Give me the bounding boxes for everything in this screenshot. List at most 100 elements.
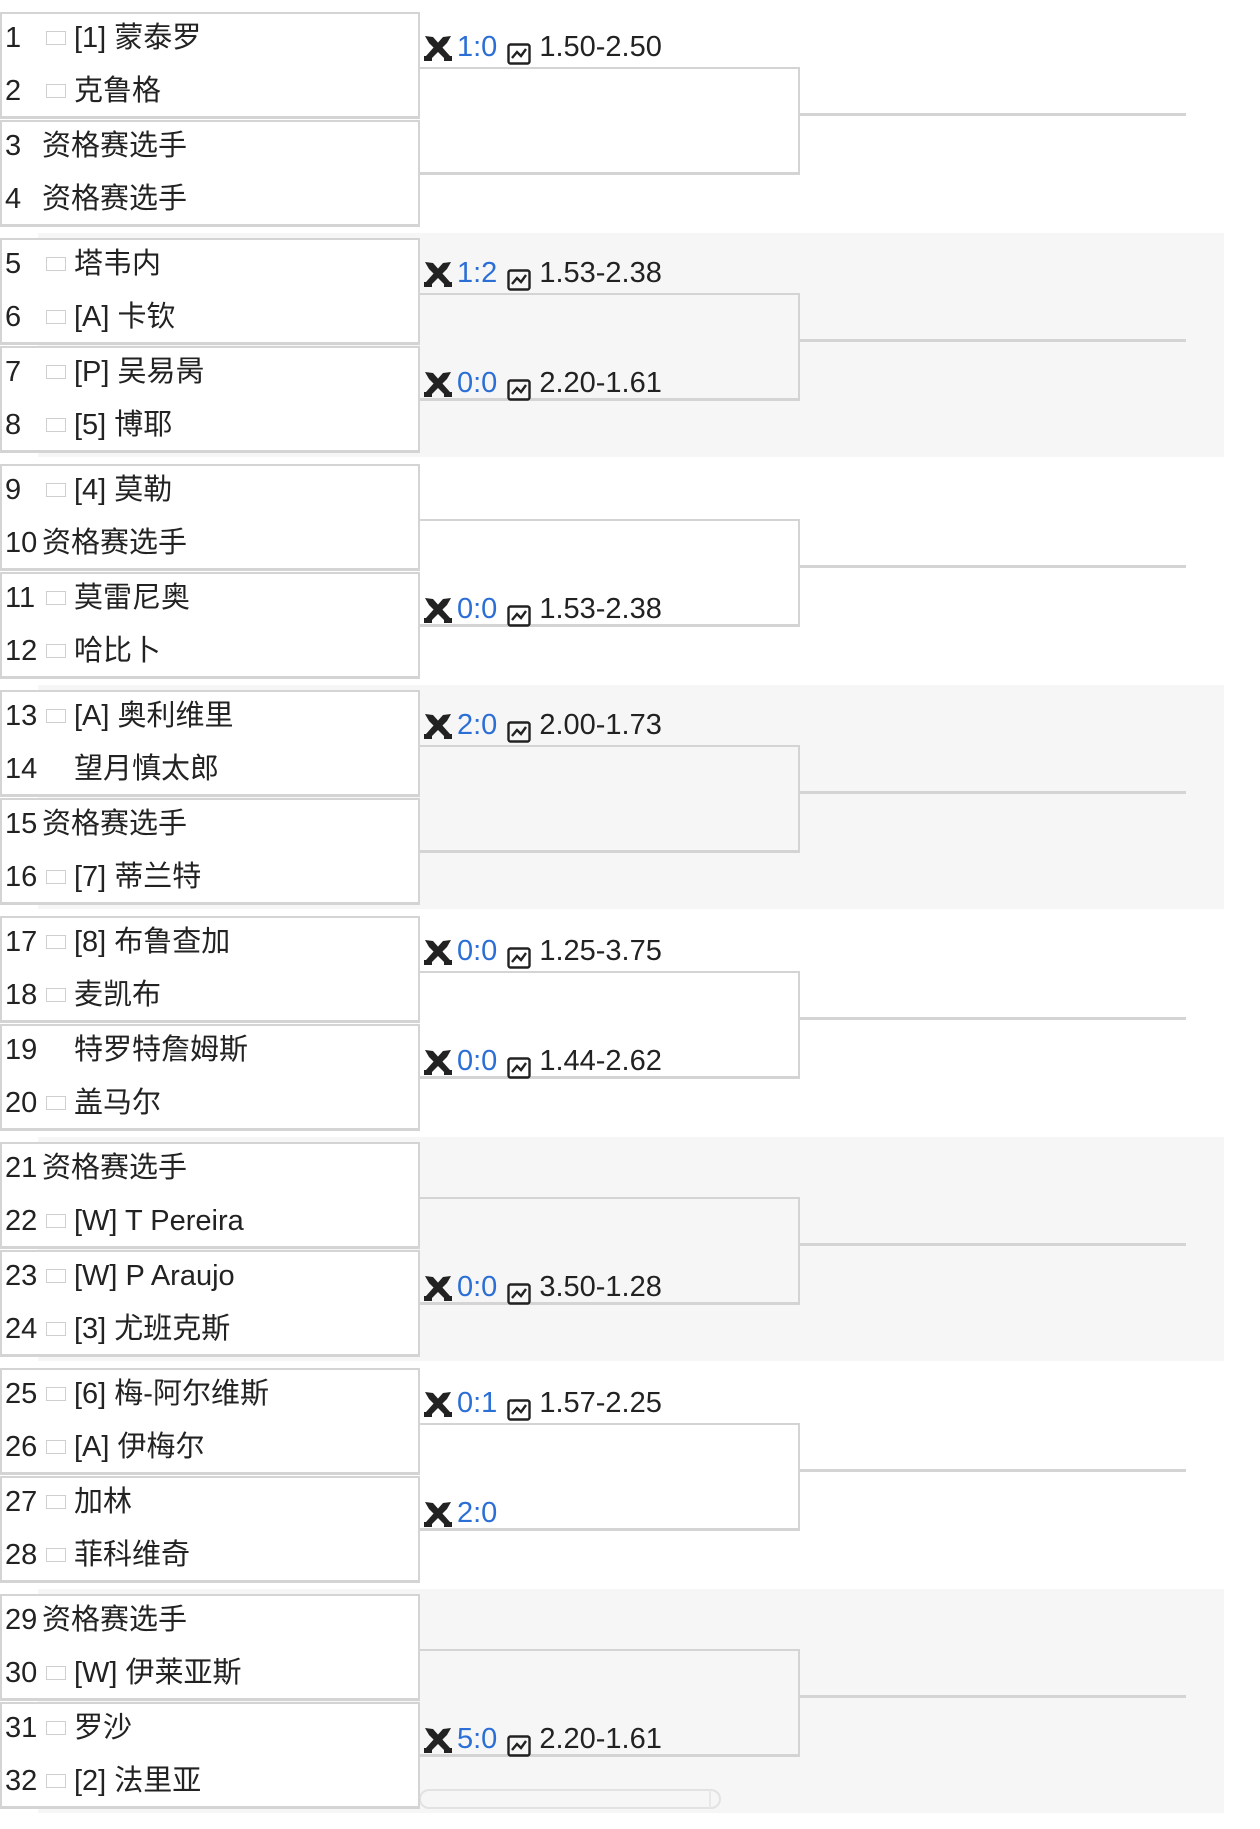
player-row[interactable]: 26[A] 伊梅尔 <box>2 1427 422 1467</box>
head-to-head-score[interactable]: 0:0 <box>457 367 498 399</box>
player-row[interactable]: 22[W] T Pereira <box>2 1201 422 1241</box>
player-row[interactable]: 23[W] P Araujo <box>2 1256 422 1296</box>
player-name: [8] 布鲁查加 <box>74 926 231 958</box>
head-to-head-score[interactable]: 0:1 <box>457 1387 498 1419</box>
trend-chart-icon <box>507 1728 531 1750</box>
player-row[interactable]: 17[8] 布鲁查加 <box>2 922 422 962</box>
draw-position: 29 <box>5 1604 38 1636</box>
player-name: 望月慎太郎 <box>74 753 220 785</box>
player-row[interactable]: 9[4] 莫勒 <box>2 470 422 510</box>
match-odds[interactable]: 1.50-2.50 <box>539 31 662 63</box>
match-odds[interactable]: 2.20-1.61 <box>539 1723 662 1755</box>
scroll-indicator[interactable] <box>420 1786 820 1812</box>
head-to-head-score[interactable]: 5:0 <box>457 1723 498 1755</box>
player-row[interactable]: 13[A] 奥利维里 <box>2 696 422 736</box>
trend-chart-icon <box>507 1050 531 1072</box>
player-row[interactable]: 32[2] 法里亚 <box>2 1761 422 1801</box>
player-row[interactable]: 16[7] 蒂兰特 <box>2 857 422 897</box>
bracket-line <box>800 1017 1186 1020</box>
brazil-flag-icon <box>46 31 66 45</box>
draw-position: 1 <box>5 22 22 54</box>
match-odds[interactable]: 2.20-1.61 <box>539 367 662 399</box>
player-row[interactable]: 30[W] 伊莱亚斯 <box>2 1653 422 1693</box>
draw-position: 9 <box>5 474 22 506</box>
draw-position: 23 <box>5 1260 38 1292</box>
player-name: [A] 奥利维里 <box>74 700 234 732</box>
player-row[interactable]: 14 望月慎太郎 <box>2 749 422 789</box>
match-odds[interactable]: 1.44-2.62 <box>539 1045 662 1077</box>
player-row[interactable]: 25[6] 梅-阿尔维斯 <box>2 1374 422 1414</box>
draw-position: 28 <box>5 1539 38 1571</box>
player-name: 资格赛选手 <box>42 130 188 162</box>
portugal-flag-icon <box>46 1774 66 1788</box>
crossed-rackets-icon <box>423 1725 453 1753</box>
player-name: 加林 <box>74 1486 133 1518</box>
head-to-head-score[interactable]: 1:0 <box>457 31 498 63</box>
player-row[interactable]: 8[5] 博耶 <box>2 405 422 445</box>
player-name: 资格赛选手 <box>42 1152 188 1184</box>
draw-position: 14 <box>5 753 38 785</box>
first-round-match[interactable]: 25[6] 梅-阿尔维斯 26[A] 伊梅尔 <box>0 1368 420 1475</box>
match-odds[interactable]: 1.53-2.38 <box>539 593 662 625</box>
match-odds[interactable]: 1.53-2.38 <box>539 257 662 289</box>
head-to-head-score[interactable]: 0:0 <box>457 1045 498 1077</box>
trend-chart-icon <box>507 598 531 620</box>
player-row[interactable]: 24[3] 尤班克斯 <box>2 1309 422 1349</box>
player-name: [W] T Pereira <box>74 1205 244 1237</box>
bracket-connector <box>420 519 800 627</box>
player-row[interactable]: 6[A] 卡钦 <box>2 297 422 337</box>
head-to-head-score[interactable]: 0:0 <box>457 593 498 625</box>
first-round-match[interactable]: 23[W] P Araujo 24[3] 尤班克斯 <box>0 1250 420 1357</box>
head-to-head-score[interactable]: 2:0 <box>457 1497 498 1529</box>
draw-position: 30 <box>5 1657 38 1689</box>
head-to-head-score[interactable]: 0:0 <box>457 1271 498 1303</box>
match-odds[interactable]: 3.50-1.28 <box>539 1271 662 1303</box>
china-flag-icon <box>46 365 66 379</box>
australia-flag-icon <box>46 988 66 1002</box>
match-odds[interactable]: 2.00-1.73 <box>539 709 662 741</box>
player-row[interactable]: 1[1] 蒙泰罗 <box>2 18 422 58</box>
crossed-rackets-icon <box>423 1047 453 1075</box>
match-odds[interactable]: 1.25-3.75 <box>539 935 662 967</box>
head-to-head-score[interactable]: 2:0 <box>457 709 498 741</box>
match-odds[interactable]: 1.57-2.25 <box>539 1387 662 1419</box>
draw-position: 24 <box>5 1313 38 1345</box>
bracket-line <box>800 1469 1186 1472</box>
portugal-flag-icon <box>46 1269 66 1283</box>
first-round-match[interactable]: 13[A] 奥利维里 14 望月慎太郎 <box>0 690 420 797</box>
head-to-head-score[interactable]: 0:0 <box>457 935 498 967</box>
player-row[interactable]: 7[P] 吴易昺 <box>2 352 422 392</box>
bracket-line <box>800 113 1186 116</box>
player-name: 资格赛选手 <box>42 183 188 215</box>
head-to-head-score[interactable]: 1:2 <box>457 257 498 289</box>
first-round-match[interactable]: 7[P] 吴易昺 8[5] 博耶 <box>0 346 420 453</box>
